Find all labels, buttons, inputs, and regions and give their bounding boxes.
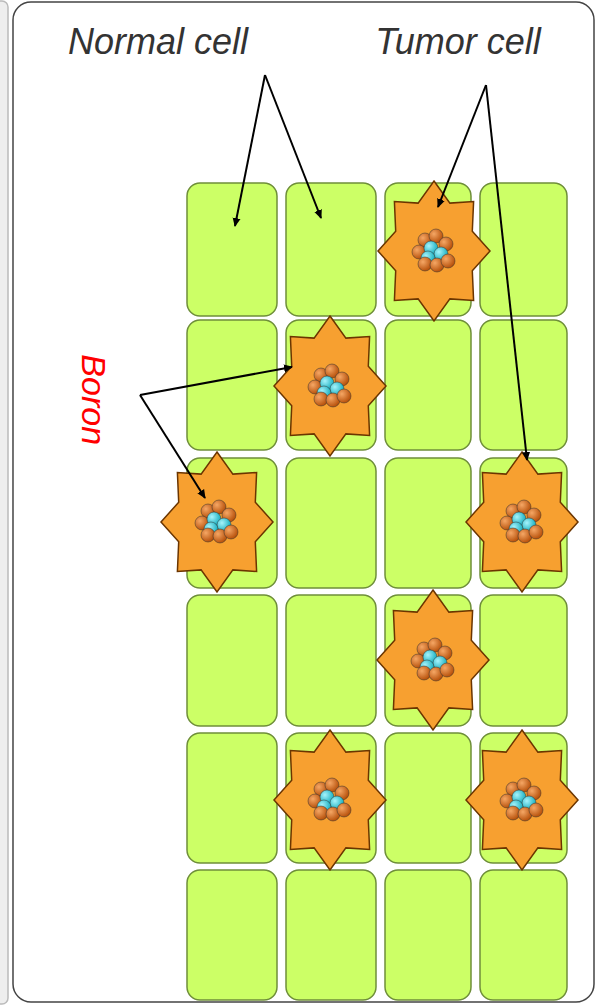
tumor-cell-label: Tumor cell xyxy=(375,22,540,62)
boron-cluster xyxy=(308,364,351,407)
normal-cell xyxy=(187,183,277,316)
tumor-cell xyxy=(377,590,489,730)
normal-cell-label: Normal cell xyxy=(68,22,248,62)
normal-cell xyxy=(385,870,471,1000)
leader-arrow xyxy=(140,367,292,395)
boron-atom xyxy=(224,525,238,539)
normal-cell xyxy=(480,870,567,1000)
tumor-cell xyxy=(378,181,490,321)
boron-cluster xyxy=(411,638,454,681)
normal-cell xyxy=(187,595,277,726)
boron-label: Boron xyxy=(74,355,111,446)
tumor-cell xyxy=(466,730,578,870)
normal-cell xyxy=(187,870,277,1000)
boron-atom xyxy=(529,803,543,817)
boron-cluster xyxy=(412,229,455,272)
leader-arrow xyxy=(235,75,265,226)
panel-frame xyxy=(13,2,594,1002)
boron-cluster xyxy=(500,500,543,543)
normal-cell xyxy=(385,733,471,863)
leader-arrow xyxy=(265,75,321,218)
leader-arrow xyxy=(438,85,486,207)
boron-atom xyxy=(337,803,351,817)
normal-cell xyxy=(385,320,471,450)
leader-arrow xyxy=(486,85,527,460)
tumor-cell xyxy=(466,452,578,592)
normal-cell xyxy=(286,870,376,1000)
normal-cell xyxy=(286,458,376,588)
leader-arrow xyxy=(140,395,205,498)
normal-cell xyxy=(187,320,277,450)
boron-atom xyxy=(440,663,454,677)
leader-lines xyxy=(140,75,527,498)
boron-atom xyxy=(337,389,351,403)
boron-cluster xyxy=(308,778,351,821)
normal-cell xyxy=(187,733,277,863)
boron-cluster xyxy=(500,778,543,821)
normal-cell xyxy=(480,595,567,726)
tumor-cell xyxy=(161,452,273,592)
normal-cell xyxy=(480,183,567,316)
tumor-cell xyxy=(274,316,386,456)
side-panel xyxy=(0,1,8,1004)
boron-atom xyxy=(529,525,543,539)
normal-cell xyxy=(385,458,471,588)
boron-cluster xyxy=(195,500,238,543)
normal-cell xyxy=(286,595,376,726)
tumor-cell xyxy=(274,730,386,870)
boron-atom xyxy=(441,254,455,268)
normal-cell xyxy=(286,183,376,316)
